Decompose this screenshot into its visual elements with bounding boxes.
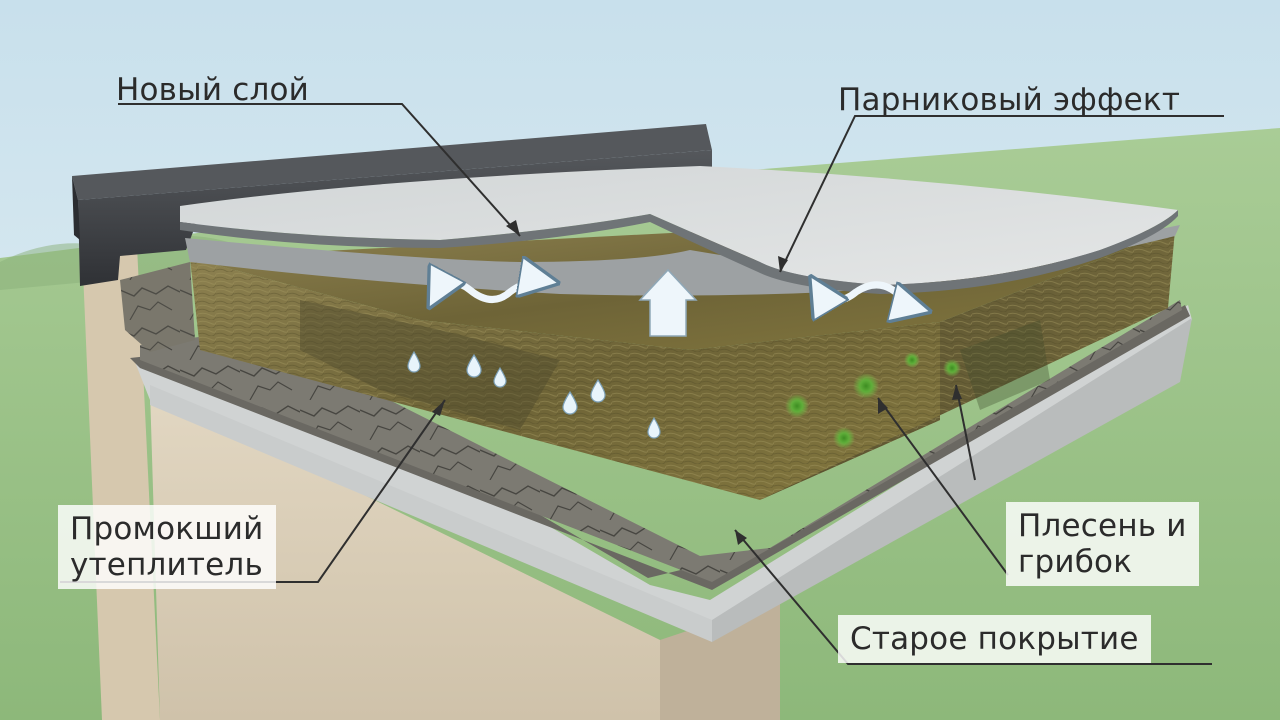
- water-drop-icon: [562, 390, 578, 415]
- water-drop-icon: [466, 353, 482, 378]
- insulation-side-fiber: [760, 230, 1175, 500]
- air-flow-arrow-icon: [432, 281, 552, 302]
- new-membrane: [180, 166, 1178, 285]
- mold-spot-icons: [785, 352, 961, 449]
- air-flow-arrow-icon: [814, 282, 924, 310]
- water-drop-icon: [493, 366, 507, 388]
- water-drop-icon: [647, 416, 661, 439]
- new-membrane-edge: [180, 210, 1178, 294]
- parapet-edge: [72, 176, 80, 240]
- label-wet-insulation: Промокший утеплитель: [58, 505, 276, 589]
- insulation-front-fiber: [190, 258, 940, 500]
- label-new-layer: Новый слой: [116, 72, 309, 108]
- insulation-wet-stain-side: [960, 320, 1050, 410]
- leader-line-mold-1: [877, 397, 1009, 576]
- water-drop-icon: [590, 378, 606, 403]
- label-mold-fungus: Плесень и грибок: [1006, 502, 1199, 586]
- label-greenhouse-effect: Парниковый эффект: [838, 82, 1181, 118]
- mold-spot-icon: [943, 359, 961, 377]
- mold-spot-icon: [853, 373, 879, 399]
- water-drop-icons: [407, 350, 661, 439]
- insulation-wet-stain: [300, 300, 560, 430]
- mold-spot-icon: [904, 352, 920, 368]
- water-drop-icon: [407, 350, 421, 373]
- leader-line-mold-2: [955, 384, 976, 481]
- concrete-slab-side: [712, 318, 1192, 642]
- air-flow-arrow-icon: [638, 268, 698, 337]
- leader-line-new-layer: [118, 103, 521, 237]
- leader-line-old-covering: [734, 529, 1212, 665]
- concrete-slab-front: [150, 385, 712, 642]
- mold-spot-icon: [833, 427, 855, 449]
- parapet-top: [72, 124, 712, 200]
- parapet-front: [78, 150, 712, 286]
- label-old-covering: Старое покрытие: [838, 615, 1151, 663]
- leader-arrowheads: [432, 220, 962, 545]
- leader-line-greenhouse: [779, 115, 1224, 273]
- mold-spot-icon: [785, 394, 809, 418]
- old-covering-left-cracks: [120, 262, 195, 352]
- building-wall-front: [150, 390, 660, 720]
